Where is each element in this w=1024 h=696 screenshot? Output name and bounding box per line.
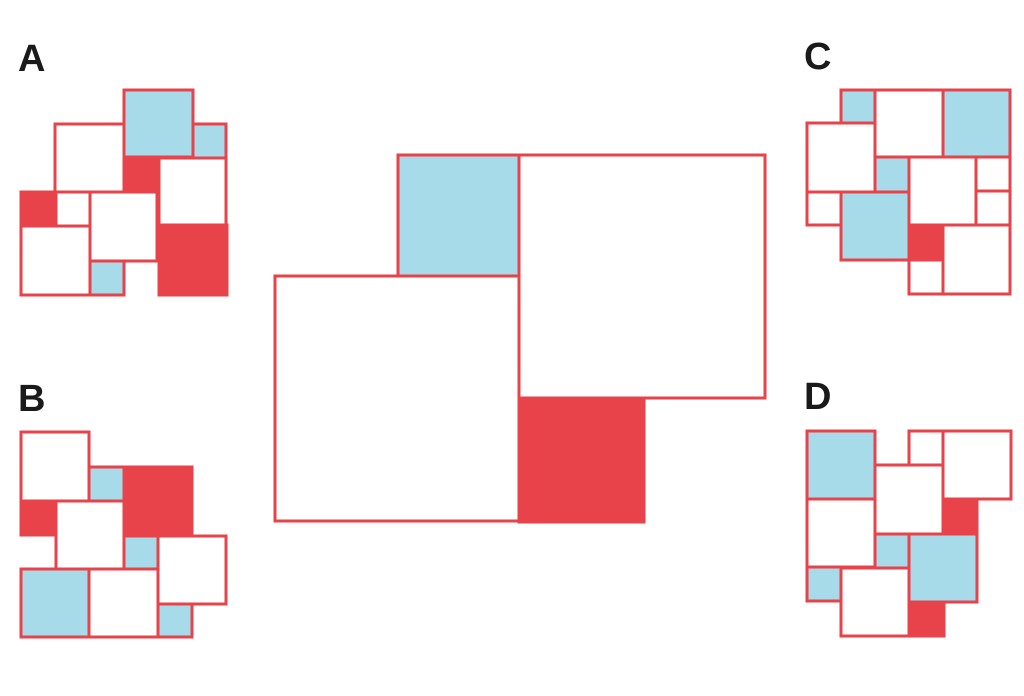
option-a-tile — [19, 190, 58, 228]
option-a-tile — [122, 88, 195, 159]
main-figure — [273, 153, 767, 524]
option-a-figure[interactable] — [19, 88, 229, 297]
option-b-tile — [122, 465, 194, 538]
option-d-tile — [805, 565, 843, 603]
option-a-tile — [157, 223, 229, 297]
option-d-label: D — [804, 376, 832, 418]
option-b-tile — [156, 534, 228, 606]
option-b-tile — [19, 567, 91, 639]
option-b-tile — [19, 430, 91, 503]
option-c-tile — [941, 223, 1012, 296]
option-c-tile — [873, 155, 911, 194]
option-b-label: B — [18, 378, 46, 420]
option-c-tile — [839, 88, 877, 125]
option-d-figure[interactable] — [805, 429, 1013, 638]
option-a-tile — [53, 122, 126, 194]
main-red-square — [517, 396, 646, 524]
option-b-figure[interactable] — [19, 430, 228, 639]
option-b-tile — [19, 499, 58, 537]
option-a-label: A — [18, 38, 46, 80]
option-c-tile — [873, 88, 945, 159]
option-c-tile — [839, 190, 911, 262]
option-d-tile — [839, 566, 911, 638]
option-a-tile — [157, 156, 228, 227]
option-c-tile — [907, 258, 945, 296]
option-c-tile — [941, 88, 1012, 159]
option-c-tile — [805, 121, 877, 194]
main-large-right-rectangle — [517, 153, 767, 400]
option-c-figure[interactable] — [805, 88, 1012, 296]
option-a-tile — [122, 155, 161, 194]
option-a-tile — [54, 190, 92, 228]
option-d-tile — [941, 429, 1013, 501]
option-a-tile — [88, 259, 126, 297]
option-c-tile — [907, 155, 978, 227]
option-c-tile — [907, 223, 945, 262]
option-c-tile — [805, 190, 843, 227]
option-d-tile — [907, 429, 945, 467]
option-c-tile — [974, 189, 1012, 227]
option-a-tile — [88, 190, 159, 263]
option-d-tile — [805, 497, 877, 569]
option-d-tile — [941, 497, 979, 536]
main-blue-square — [396, 153, 521, 278]
option-d-tile — [907, 600, 946, 638]
option-c-tile — [974, 155, 1012, 193]
option-d-tile — [873, 532, 911, 570]
option-b-tile — [87, 465, 126, 503]
option-b-tile — [54, 499, 126, 571]
main-large-left-rectangle — [273, 274, 521, 523]
option-a-tile — [19, 224, 92, 297]
option-d-tile — [873, 463, 945, 536]
option-c-label: C — [804, 36, 832, 78]
option-b-tile — [156, 602, 194, 639]
option-b-tile — [87, 567, 160, 639]
option-d-tile — [805, 429, 877, 501]
option-b-tile — [122, 534, 160, 571]
option-d-tile — [907, 532, 979, 604]
option-a-tile — [191, 122, 228, 160]
